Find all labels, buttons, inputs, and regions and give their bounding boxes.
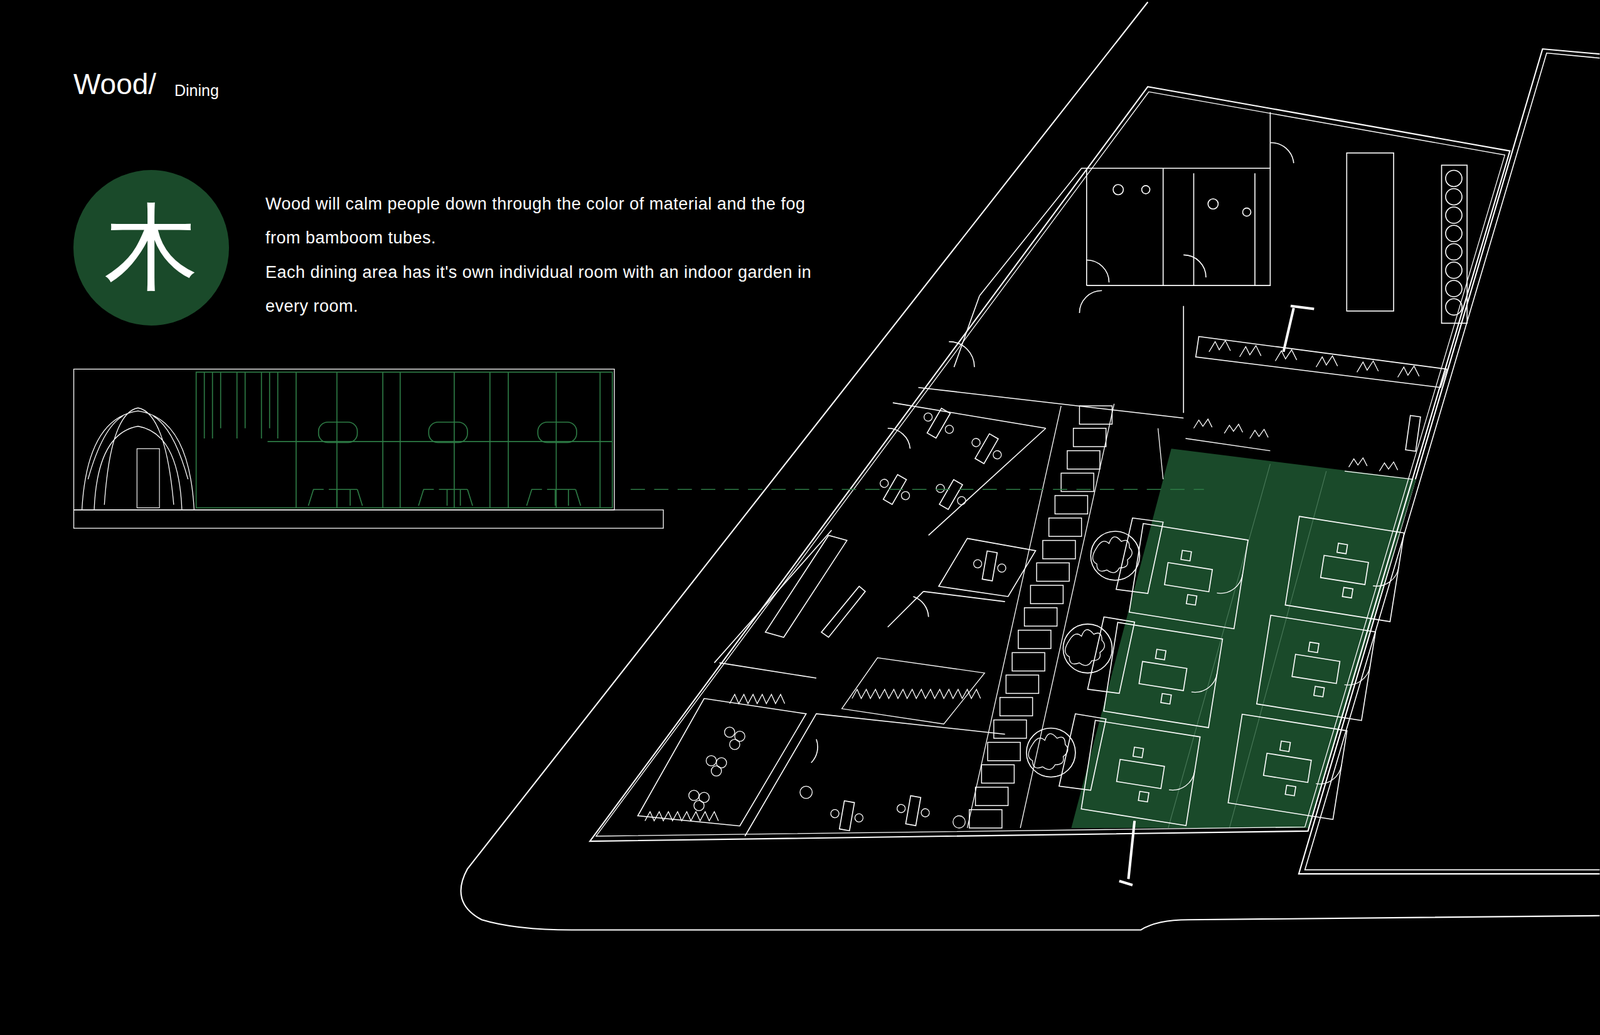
element-circle: 木 bbox=[73, 170, 230, 326]
description-text: Wood will calm people down through the c… bbox=[265, 186, 824, 255]
description-text: Each dining area has it's own individual… bbox=[265, 255, 824, 324]
element-character: 木 bbox=[104, 200, 199, 295]
page-title: Wood/ bbox=[73, 67, 157, 102]
subtitle: Dining bbox=[174, 81, 219, 100]
